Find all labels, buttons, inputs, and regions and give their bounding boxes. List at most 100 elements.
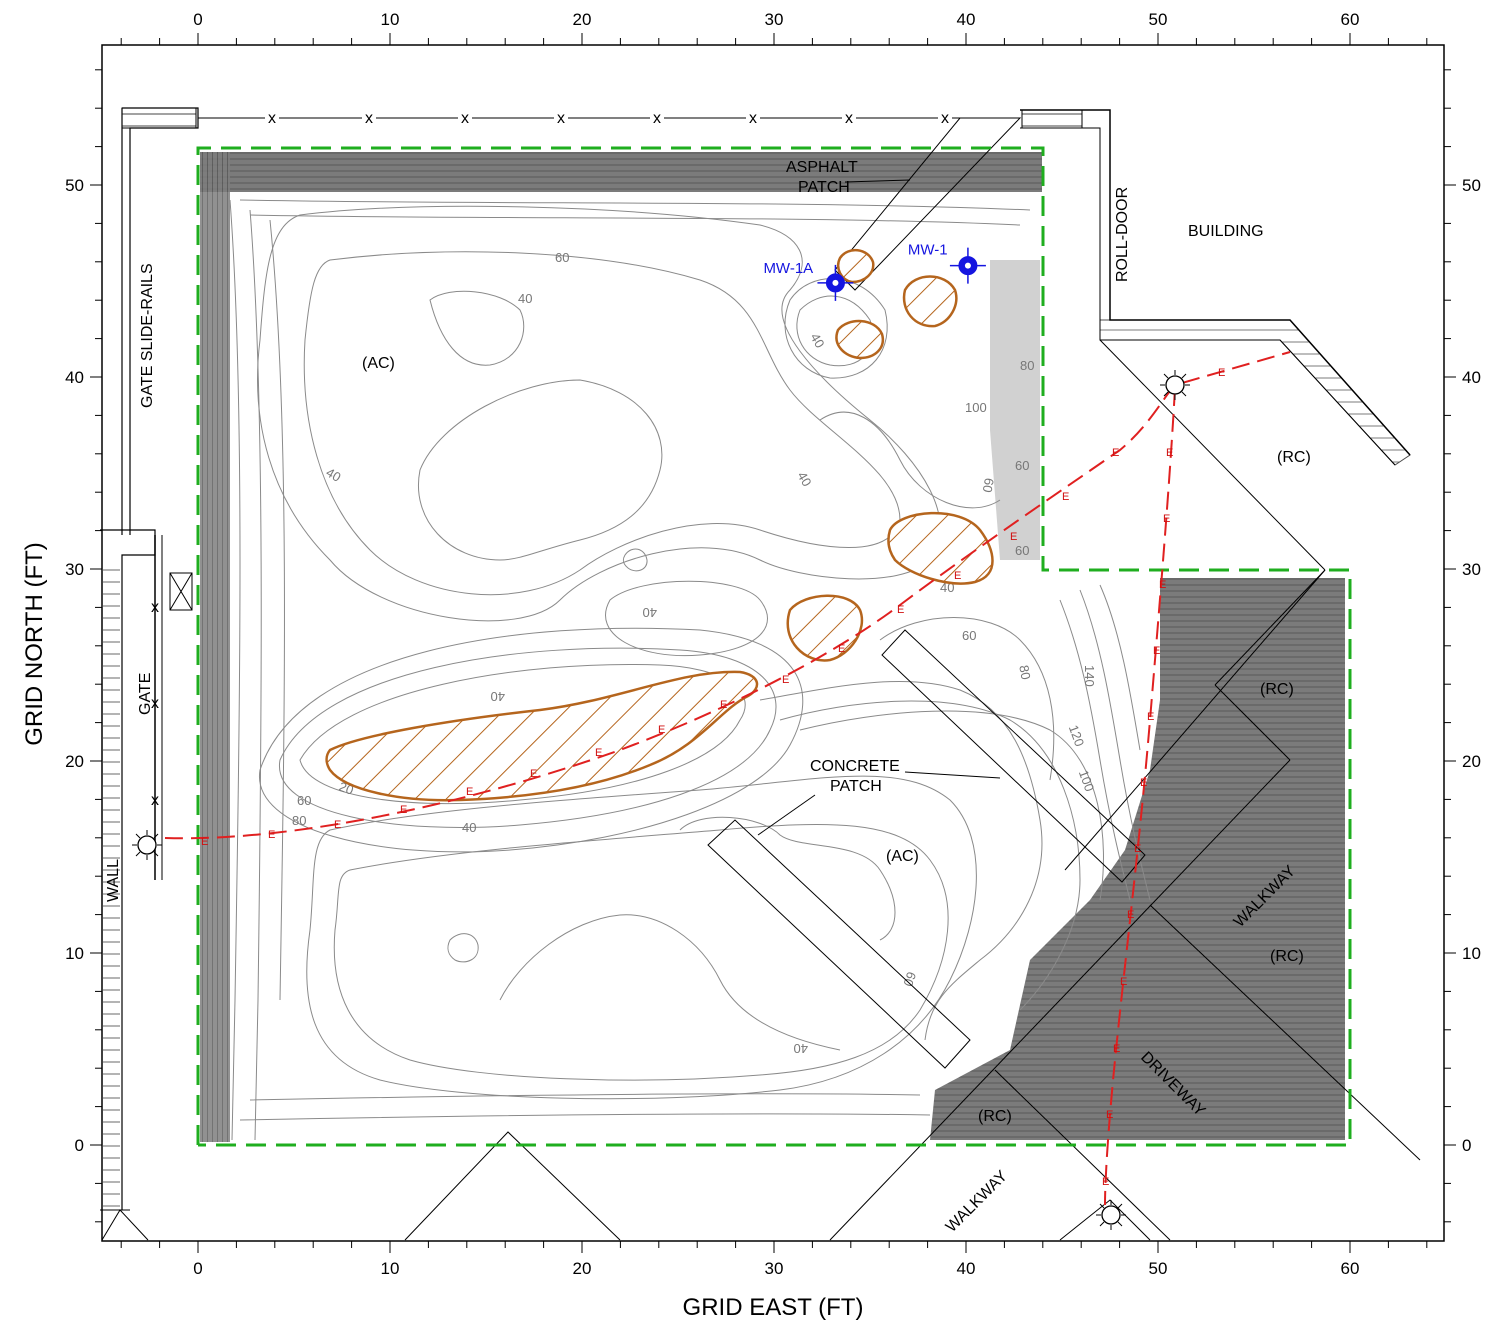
ac-label: (AC) [886, 848, 919, 865]
fence-marker-bg [746, 110, 760, 126]
contour-label: 40 [807, 331, 827, 351]
contour-line [1099, 584, 1141, 751]
walkway-edge [1214, 684, 1291, 761]
contour-label: 40 [491, 689, 505, 704]
contour-label: 80 [1016, 664, 1033, 681]
contour-line [799, 710, 1104, 901]
wall-corner [101, 1209, 149, 1241]
electric-line-path [1104, 387, 1176, 1206]
y-tick-label-right: 40 [1462, 368, 1481, 387]
electric-marker: E [595, 747, 602, 759]
gate-slide-rails-label: GATE SLIDE-RAILS [139, 263, 156, 408]
fence-marker-bg [938, 110, 952, 126]
contour-line [249, 209, 262, 1141]
contour-line [257, 205, 941, 622]
electric-line: E E E E E E E E E E E E E E E E E E E E … [164, 351, 1291, 1206]
survey-boundary [196, 146, 1352, 1147]
electric-marker: E [1113, 1043, 1120, 1055]
y-tick-label-left: 20 [65, 752, 84, 771]
depression-contour [622, 548, 648, 572]
contour-lines [229, 199, 1151, 1141]
contour-line [239, 199, 1031, 211]
electric-marker: E [400, 804, 407, 816]
contour-line [269, 219, 285, 1001]
concrete-patch-leader [904, 771, 1001, 779]
contour-label: 60 [1015, 543, 1029, 558]
contour-label: 40 [794, 1041, 808, 1056]
walkway-label: WALKWAY [943, 1167, 1011, 1235]
walkway-edge [1149, 904, 1421, 1161]
contour-line [306, 775, 977, 1100]
contour-line [249, 214, 1021, 226]
contour-line [605, 580, 768, 657]
axes: GRID EAST (FT) GRID NORTH (FT) 001010202… [21, 10, 1481, 1321]
monitoring-well-label: MW-1 [908, 242, 948, 259]
bottom-ramp [404, 1131, 621, 1241]
contour-label: 120 [1066, 723, 1088, 749]
contour-label: 140 [1082, 665, 1097, 687]
light-pole-icon [132, 830, 162, 860]
y-tick-label-left: 0 [75, 1136, 84, 1155]
gate-box-x [169, 572, 193, 611]
light-poles [132, 370, 1190, 1230]
electric-marker: E [466, 786, 473, 798]
contour-line [249, 1093, 921, 1101]
x-tick-label-top: 0 [193, 10, 202, 29]
contour-line [1059, 599, 1131, 901]
walkway-edge [1214, 569, 1326, 686]
electric-marker: E [658, 724, 665, 736]
electric-marker: E [268, 829, 275, 841]
depression-contour [679, 816, 896, 941]
x-tick-label-bottom: 0 [193, 1259, 202, 1278]
contour-label: 40 [462, 820, 476, 835]
y-tick-label-right: 20 [1462, 752, 1481, 771]
electric-marker: E [1140, 777, 1147, 789]
dense-band-west [200, 152, 230, 1142]
walkway-edge [994, 1069, 1171, 1241]
y-tick-label-left: 10 [65, 944, 84, 963]
fence-marker: x [557, 110, 565, 127]
contour-label: 40 [324, 465, 344, 485]
y-tick-label-left: 30 [65, 560, 84, 579]
electric-marker: E [1106, 1109, 1113, 1121]
fence-marker: x [845, 110, 853, 127]
contour-label: 40 [794, 469, 814, 489]
electric-marker: E [1127, 909, 1134, 921]
contour-line [299, 664, 746, 805]
x-tick-label-bottom: 60 [1341, 1259, 1360, 1278]
wall-label: WALL [105, 859, 122, 902]
electric-marker: E [838, 643, 845, 655]
contour-line [1079, 589, 1151, 901]
depression-contour [429, 290, 525, 366]
concrete-patch [881, 629, 1146, 883]
electric-marker: E [1166, 447, 1173, 459]
fence-marker: x [365, 110, 373, 127]
walkway-edge [829, 759, 1291, 1241]
x-tick-label-top: 50 [1149, 10, 1168, 29]
x-tick-label-bottom: 30 [765, 1259, 784, 1278]
fence-marker-bg [650, 110, 664, 126]
fence-marker-bg [458, 110, 472, 126]
electric-marker: E [1218, 367, 1225, 379]
fence-marker-bg [362, 110, 376, 126]
building-column [1021, 109, 1083, 129]
y-tick-label-right: 10 [1462, 944, 1481, 963]
contour-labels: 60 40 40 40 60 40 20 60 80 40 40 60 80 1… [292, 250, 1097, 1056]
site-features [100, 107, 1421, 1241]
x-tick-label-top: 30 [765, 10, 784, 29]
anomaly-zone [325, 670, 759, 802]
anomalies [325, 249, 994, 802]
asphalt-patch-label: PATCH [798, 179, 850, 196]
contour-label: 80 [292, 813, 306, 828]
fence-marker-bg [265, 110, 279, 126]
anomaly-zone [786, 594, 863, 662]
bottom-ramp [1059, 1199, 1151, 1241]
fence-marker: x [941, 110, 949, 127]
monitoring-well-icon: MW-1 [908, 242, 986, 284]
depression-contour [499, 914, 841, 1051]
electric-marker: E [1153, 645, 1160, 657]
contour-label: 80 [1020, 358, 1034, 373]
fence-marker: x [461, 110, 469, 127]
